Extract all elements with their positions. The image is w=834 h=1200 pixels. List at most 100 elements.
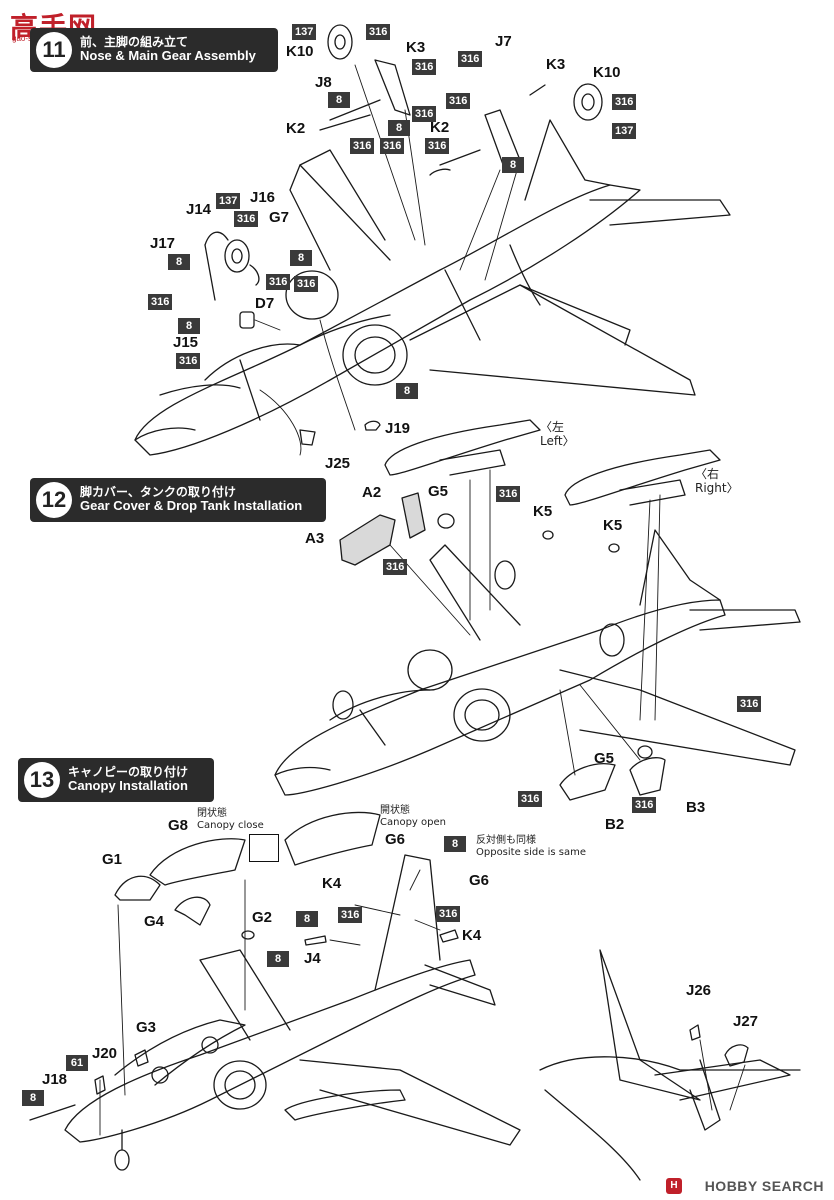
part-label: G4	[144, 913, 165, 930]
step-title-jp: キャノピーの取り付け	[68, 764, 189, 779]
part-label: J26	[686, 982, 712, 999]
part-label: J27	[733, 1013, 759, 1030]
paint-code: 316	[458, 51, 483, 67]
paint-code: 8	[168, 254, 190, 270]
part-label: A3	[305, 530, 325, 547]
part-label: G5	[594, 750, 615, 767]
part-label: J25	[325, 455, 351, 472]
opposite-side-en: Opposite side is same	[476, 847, 586, 858]
right-note-jp: 右	[707, 467, 720, 481]
paint-code: 316	[425, 138, 450, 154]
paint-code: 316	[380, 138, 405, 154]
step-title-en: Nose & Main Gear Assembly	[80, 48, 256, 64]
paint-code: 137	[216, 193, 241, 209]
paint-code: 8	[396, 383, 418, 399]
part-label: B3	[686, 799, 706, 816]
step13-tail-detail	[539, 949, 801, 1181]
paint-code: 316	[366, 24, 391, 40]
part-label: A2	[362, 484, 382, 501]
part-label: G3	[136, 1019, 157, 1036]
part-label: G5	[428, 483, 449, 500]
part-label: J20	[92, 1045, 118, 1062]
right-note: 〈右 Right〉	[695, 467, 739, 496]
part-label: K10	[593, 64, 621, 81]
part-label: K4	[462, 927, 482, 944]
part-label: K10	[286, 43, 314, 60]
step-title-en: Canopy Installation	[68, 778, 188, 794]
part-label: K3	[546, 56, 566, 73]
paint-code: 316	[412, 59, 437, 75]
part-label: J19	[385, 420, 411, 437]
right-note-en: Right	[695, 481, 727, 496]
canopy-open-note: 開状態 Canopy open	[380, 805, 446, 829]
canopy-toggle-arrow-box	[249, 834, 279, 862]
part-label: J15	[173, 334, 199, 351]
step-number: 11	[36, 32, 72, 68]
part-label: G1	[102, 851, 123, 868]
part-label: J7	[495, 33, 512, 50]
part-label: G6	[385, 831, 406, 848]
step-number: 12	[36, 482, 72, 518]
paint-code: 316	[436, 906, 461, 922]
paint-code: 316	[412, 106, 437, 122]
part-label: J14	[186, 201, 212, 218]
paint-code: 316	[518, 791, 543, 807]
step12-aircraft	[274, 419, 801, 801]
paint-code: 137	[612, 123, 637, 139]
opposite-side-note: 反対側も同様 Opposite side is same	[476, 835, 586, 859]
step-12-header: 12 脚カバー、タンクの取り付け Gear Cover & Drop Tank …	[30, 478, 326, 522]
paint-code: 8	[388, 120, 410, 136]
paint-code: 316	[350, 138, 375, 154]
canopy-close-note: 閉状態 Canopy close	[197, 808, 264, 832]
paint-code: 316	[612, 94, 637, 110]
paint-code: 137	[292, 24, 317, 40]
step-number: 13	[24, 762, 60, 798]
paint-code: 316	[266, 274, 291, 290]
part-label: K2	[430, 119, 450, 136]
step11-aircraft	[134, 119, 731, 456]
paint-code: 316	[234, 211, 259, 227]
part-label: D7	[255, 295, 275, 312]
paint-code: 8	[178, 318, 200, 334]
step-11-header: 11 前、主脚の組み立て Nose & Main Gear Assembly	[30, 28, 278, 72]
step-13-header: 13 キャノピーの取り付け Canopy Installation	[18, 758, 214, 802]
paint-code: 316	[338, 907, 363, 923]
opposite-side-jp: 反対側も同様	[476, 835, 536, 846]
paint-code: 8	[444, 836, 466, 852]
part-label: K2	[286, 120, 306, 137]
step-title-en: Gear Cover & Drop Tank Installation	[80, 498, 303, 514]
part-label: B2	[605, 816, 625, 833]
paint-code: 316	[496, 486, 521, 502]
paint-code: 8	[290, 250, 312, 266]
part-label: G7	[269, 209, 290, 226]
paint-code: 316	[176, 353, 201, 369]
part-label: G6	[469, 872, 490, 889]
hobby-search-logo-icon: H	[666, 1178, 682, 1194]
canopy-close-en: Canopy close	[197, 820, 264, 831]
part-label: K5	[533, 503, 553, 520]
hobby-search-watermark: HOBBY SEARCH	[704, 1178, 824, 1194]
step13-aircraft	[29, 811, 521, 1171]
part-label: G2	[252, 909, 273, 926]
canopy-close-jp: 閉状態	[197, 808, 227, 819]
canopy-open-jp: 開状態	[380, 805, 410, 816]
left-note: 〈左 Left〉	[540, 420, 575, 449]
part-label: G8	[168, 817, 189, 834]
part-label: J4	[304, 950, 321, 967]
part-label: J16	[250, 189, 276, 206]
step-title-jp: 前、主脚の組み立て	[80, 34, 189, 49]
paint-code: 316	[632, 797, 657, 813]
canopy-open-en: Canopy open	[380, 817, 446, 828]
part-label: J17	[150, 235, 176, 252]
part-label: K5	[603, 517, 623, 534]
paint-code: 316	[737, 696, 762, 712]
paint-code: 316	[383, 559, 408, 575]
part-label: J8	[315, 74, 332, 91]
paint-code: 316	[294, 276, 319, 292]
paint-code: 316	[446, 93, 471, 109]
paint-code: 8	[267, 951, 289, 967]
paint-code: 8	[22, 1090, 44, 1106]
step11-gear-parts	[204, 24, 603, 446]
paint-code: 316	[148, 294, 173, 310]
